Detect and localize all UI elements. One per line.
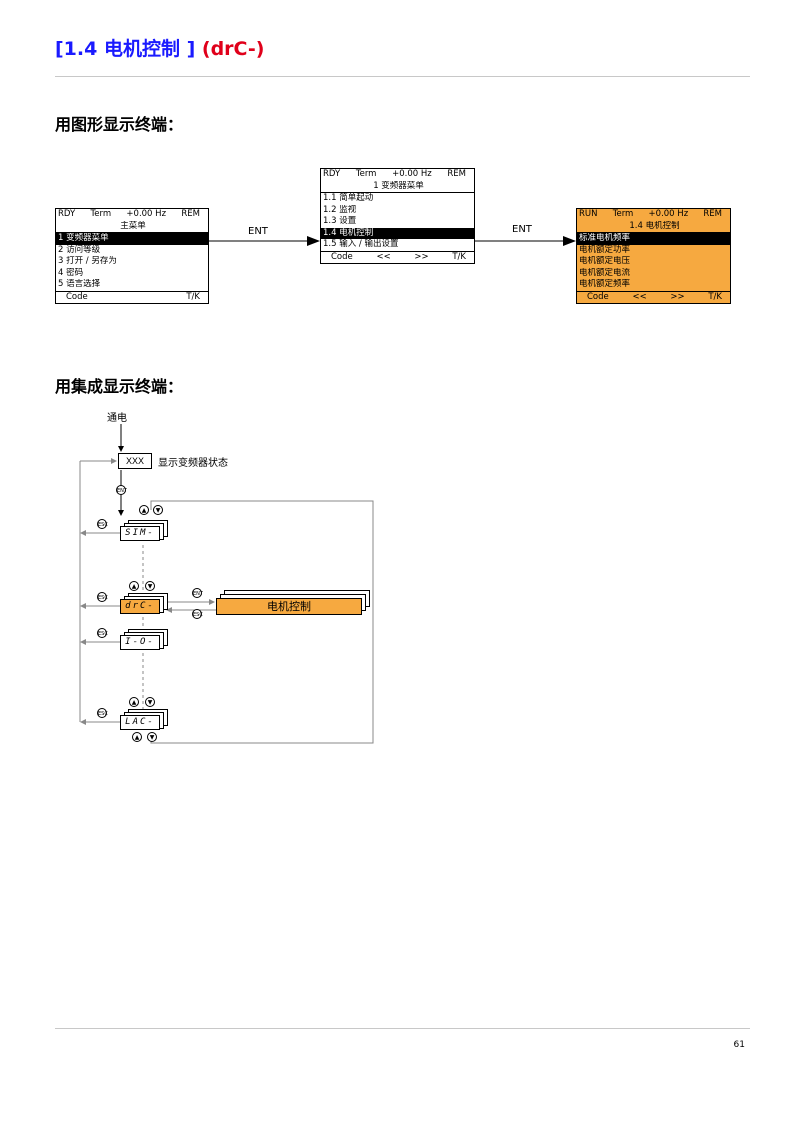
up-arrow-button[interactable]: ▲ (139, 505, 149, 515)
esc-arrow-lac (80, 719, 86, 725)
terminal-status-row: RDY Term +0.00 Hz REM (323, 169, 466, 179)
esc-button[interactable]: ESC (97, 592, 108, 602)
menu-item-rated-voltage[interactable]: 电机额定电压 (579, 256, 631, 266)
section-graphic-heading: 用图形显示终端： (55, 115, 184, 134)
esc-return-arrowhead (111, 458, 117, 464)
terminal-subtitle: 1 变频器菜单 (321, 181, 474, 193)
motor-control-box[interactable]: 电机控制 (216, 598, 362, 615)
menu-sim-display[interactable]: SIM- (120, 526, 160, 541)
ent-arrow-2-head (563, 236, 576, 246)
menu-item-rated-power[interactable]: 电机额定功率 (579, 244, 631, 255)
ent-button[interactable]: ENT (192, 588, 203, 598)
up-arrow-button[interactable]: ▲ (129, 581, 139, 591)
menu-lac-display[interactable]: LAC- (120, 715, 160, 730)
ent-button[interactable]: ENT (116, 485, 127, 495)
esc-button[interactable]: ESC (97, 628, 108, 638)
esc-button[interactable]: ESC (97, 708, 108, 718)
esc-arrow-sim (80, 530, 86, 536)
title-code: (drC-) (201, 38, 265, 60)
menu-item-motor-control[interactable]: 1.4 电机控制 (321, 227, 474, 239)
terminal-footer: Code << >> T/K (321, 250, 474, 264)
top-divider (55, 76, 750, 77)
esc-arrow-drc (80, 603, 86, 609)
ent-arrow-1-head (307, 236, 320, 246)
esc-button[interactable]: ESC (192, 609, 203, 619)
terminal-footer: Code T/K (56, 290, 208, 304)
xxx-down-arrowhead (118, 510, 124, 516)
terminal-subtitle: 1.4 电机控制 (577, 221, 730, 233)
menu-drc-display[interactable]: drC- (120, 599, 160, 614)
terminal-subtitle: 主菜单 (56, 221, 208, 233)
page-title: [1.4 电机控制 ] (drC-) (55, 34, 265, 61)
xxx-display: XXX (118, 453, 152, 469)
menu-item-password[interactable]: 4 密码 (58, 267, 84, 278)
menu-item-io-config[interactable]: 1.5 输入 / 输出设置 (323, 239, 399, 249)
power-on-arrowhead (118, 446, 124, 452)
menu-loop-frame (150, 500, 374, 744)
down-arrow-button[interactable]: ▼ (153, 505, 163, 515)
title-main: [1.4 电机控制 ] (55, 38, 196, 60)
menu-item-language[interactable]: 5 语言选择 (58, 279, 101, 289)
display-state-label: 显示变频器状态 (158, 458, 228, 469)
menu-item-rated-current[interactable]: 电机额定电流 (579, 267, 631, 278)
menu-item-monitor[interactable]: 1.2 监视 (323, 204, 357, 215)
bottom-divider (55, 1028, 750, 1029)
menu-item-access-level[interactable]: 2 访问等级 (58, 244, 101, 255)
drc-ent-arrowhead (209, 599, 215, 605)
terminal-main-menu: RDY Term +0.00 Hz REM 主菜单 1 变频器菜单 2 访问等级… (55, 208, 209, 304)
page-number: 61 (733, 1040, 745, 1050)
terminal-status-row: RDY Term +0.00 Hz REM (58, 209, 200, 219)
drc-esc-arrowhead (166, 607, 172, 613)
menu-item-settings[interactable]: 1.3 设置 (323, 216, 357, 226)
menu-item-standard-motor-freq[interactable]: 标准电机频率 (577, 233, 730, 245)
down-arrow-button[interactable]: ▼ (147, 732, 157, 742)
menu-item-drive-menu[interactable]: 1 变频器菜单 (56, 233, 208, 245)
down-arrow-button[interactable]: ▼ (145, 581, 155, 591)
terminal-footer: Code << >> T/K (577, 290, 730, 304)
esc-button[interactable]: ESC (97, 519, 108, 529)
terminal-motor-control: RUN Term +0.00 Hz REM 1.4 电机控制 标准电机频率 电机… (576, 208, 731, 304)
menu-item-rated-frequency[interactable]: 电机额定频率 (579, 279, 631, 289)
menu-item-open-save[interactable]: 3 打开 / 另存为 (58, 256, 117, 266)
power-on-label: 通电 (107, 413, 127, 424)
menu-io-display[interactable]: I-O- (120, 635, 160, 650)
section-integrated-heading: 用集成显示终端： (55, 377, 184, 396)
up-arrow-button[interactable]: ▲ (132, 732, 142, 742)
ent-label-2: ENT (512, 224, 532, 235)
menu-item-simple-start[interactable]: 1.1 简单起动 (323, 193, 374, 203)
ent-label-1: ENT (248, 226, 268, 237)
down-arrow-button[interactable]: ▼ (145, 697, 155, 707)
terminal-drive-menu: RDY Term +0.00 Hz REM 1 变频器菜单 1.1 简单起动 1… (320, 168, 475, 264)
up-arrow-button[interactable]: ▲ (129, 697, 139, 707)
esc-arrow-io (80, 639, 86, 645)
terminal-status-row: RUN Term +0.00 Hz REM (579, 209, 722, 219)
